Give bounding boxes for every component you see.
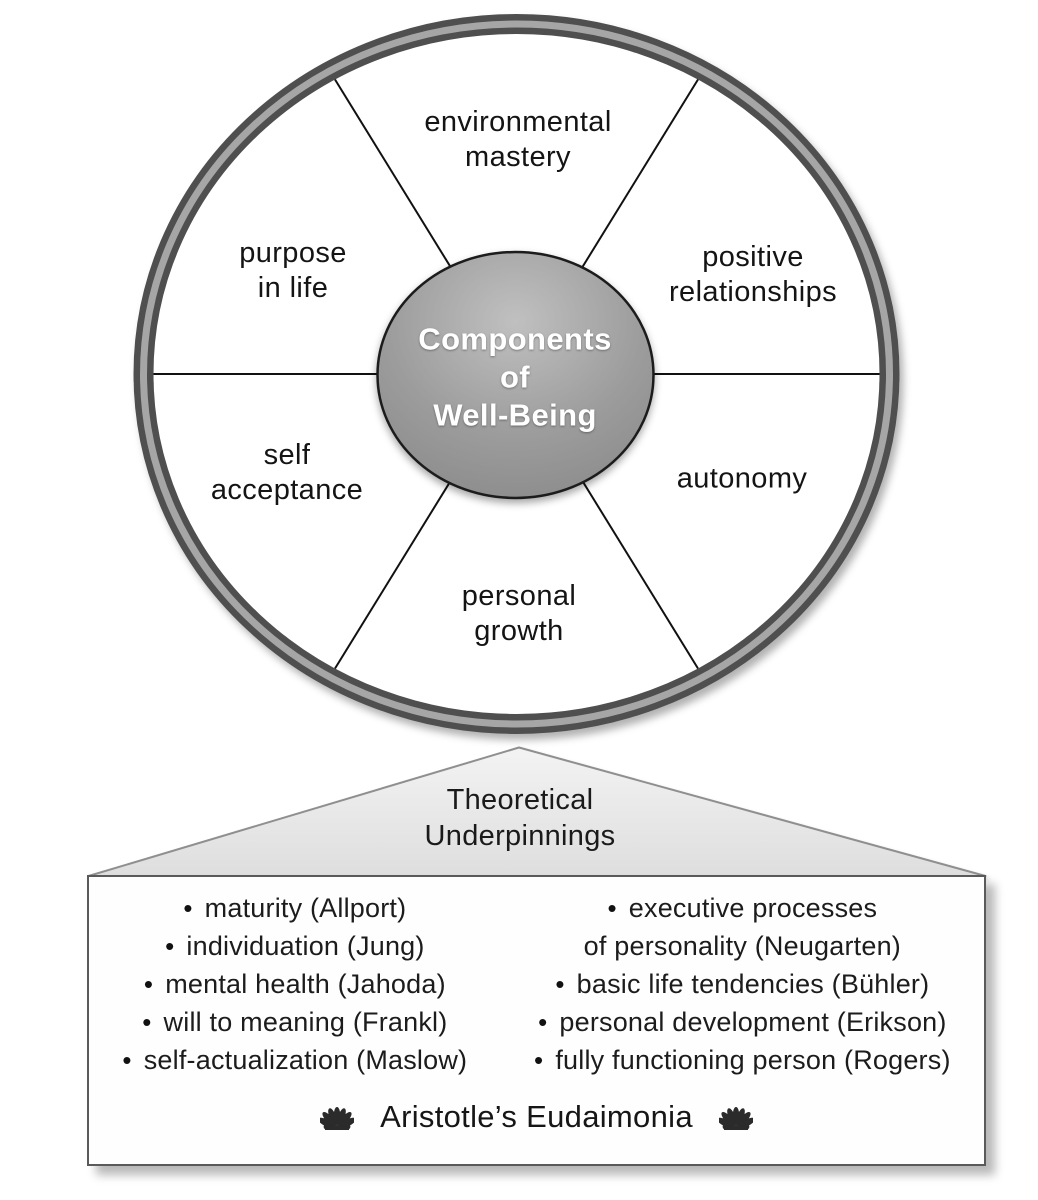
sector-label-purpose-in-life: purpose in life: [239, 237, 347, 304]
foundation-item-text: mental health (Jahoda): [165, 969, 446, 999]
foundation-item-text: of personality (Neugarten): [583, 931, 902, 961]
foundation-item: • self-actualization (Maslow): [89, 1041, 501, 1079]
foundation-item: • mental health (Jahoda): [89, 965, 501, 1003]
bullet-icon: •: [534, 1045, 544, 1075]
foundations-left-column: • maturity (Allport) • individuation (Ju…: [89, 889, 501, 1079]
foundation-item-text: basic life tendencies (Bühler): [576, 969, 930, 999]
sector-label-autonomy: autonomy: [676, 462, 808, 495]
bullet-icon: •: [143, 969, 154, 999]
foundations-right-column: • executive processes of personality (Ne…: [501, 889, 984, 1079]
foundation-item-text: will to meaning (Frankl): [163, 1007, 448, 1037]
shell-ornament-icon: [718, 1104, 753, 1131]
bullet-icon: •: [607, 893, 617, 923]
foundation-item-text: individuation (Jung): [186, 931, 425, 961]
bullet-icon: •: [183, 893, 193, 923]
foundation-item: • fully functioning person (Rogers): [501, 1041, 984, 1079]
foundations-columns: • maturity (Allport) • individuation (Ju…: [89, 889, 984, 1079]
foundation-item-text: maturity (Allport): [204, 893, 407, 923]
eudaimonia-label: Aristotle’s Eudaimonia: [380, 1099, 693, 1134]
underpinnings-arrow-label: Theoretical Underpinnings: [424, 783, 616, 852]
bullet-icon: •: [142, 1007, 152, 1037]
wheel-hub: [376, 250, 655, 500]
foundation-item-text: personal development (Erikson): [559, 1007, 947, 1037]
foundation-item-continuation: of personality (Neugarten): [501, 927, 984, 965]
foundation-item: • personal development (Erikson): [501, 1003, 984, 1041]
sector-label-positive-relationships: positive relationships: [668, 241, 838, 308]
foundations-box: • maturity (Allport) • individuation (Ju…: [87, 875, 986, 1166]
foundation-item: • basic life tendencies (Bühler): [501, 965, 984, 1003]
foundation-item: • executive processes: [501, 889, 984, 927]
foundation-item-text: self-actualization (Maslow): [143, 1045, 468, 1075]
foundation-item: • will to meaning (Frankl): [89, 1003, 501, 1041]
foundation-item: • maturity (Allport): [89, 889, 501, 927]
sector-label-environmental-mastery: environmental mastery: [424, 106, 612, 173]
foundation-item-text: fully functioning person (Rogers): [555, 1045, 951, 1075]
wheel-ring-highlight: [140, 20, 893, 728]
sector-label-personal-growth: personal growth: [461, 580, 577, 647]
sector-label-self-acceptance: self acceptance: [210, 439, 364, 506]
bullet-icon: •: [555, 969, 565, 999]
shell-ornament-icon: [320, 1104, 355, 1131]
foundation-item-text: executive processes: [628, 893, 878, 923]
hub-label: Components of Well-Being: [418, 321, 612, 432]
bullet-icon: •: [538, 1007, 548, 1037]
bullet-icon: •: [165, 931, 175, 961]
bullet-icon: •: [122, 1045, 132, 1075]
foundation-item: • individuation (Jung): [89, 927, 501, 965]
eudaimonia-footer: Aristotle’s Eudaimonia: [89, 1099, 984, 1135]
